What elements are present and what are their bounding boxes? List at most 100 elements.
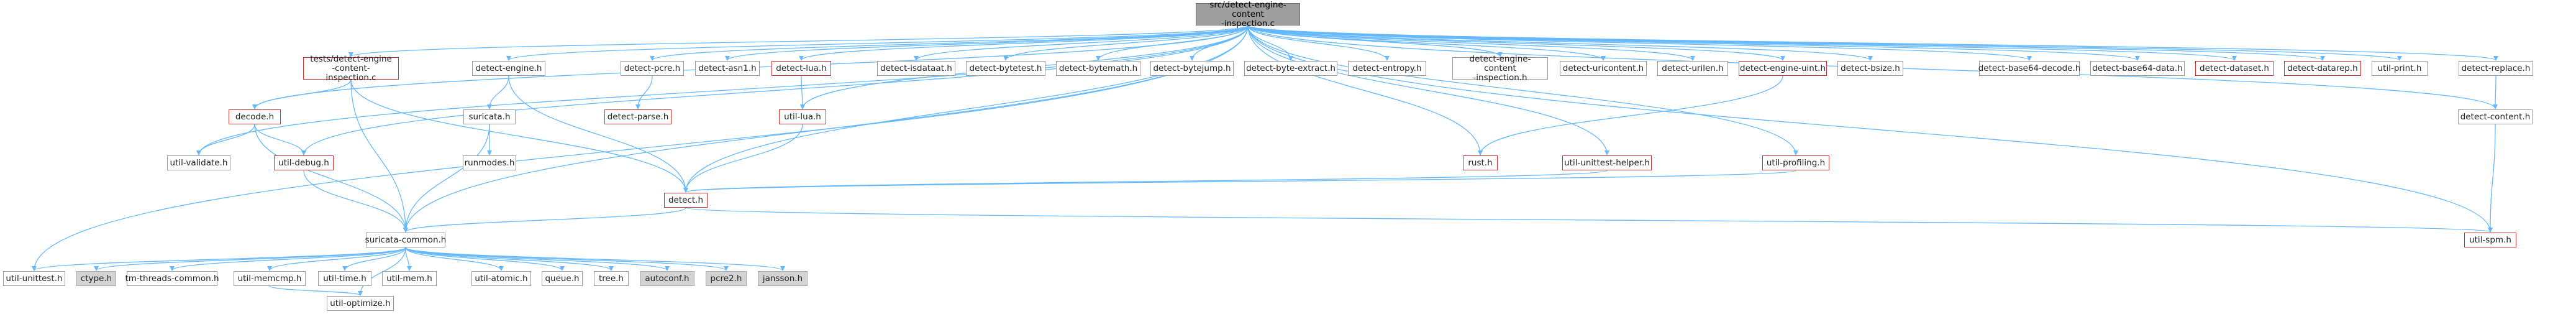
node-util-unittest[interactable]: util-unittest.h (3, 271, 65, 286)
edge-suricata-common-to-tm-threads-common (170, 247, 406, 271)
edge-root-file-to-detect-pcre (650, 25, 1249, 61)
edge-root-file-to-detect-base64-decode (1247, 25, 2032, 61)
node-detect-bytejump[interactable]: detect-bytejump.h (1150, 61, 1234, 76)
node-detect-bsize[interactable]: detect-bsize.h (1837, 61, 1903, 76)
node-util-print[interactable]: util-print.h (2372, 61, 2428, 76)
node-suricata[interactable]: suricata.h (463, 109, 516, 124)
node-util-spm[interactable]: util-spm.h (2464, 233, 2516, 247)
node-ctype[interactable]: ctype.h (76, 271, 116, 286)
edge-util-unittest-helper-to-detect (683, 170, 1608, 193)
node-util-memcmp[interactable]: util-memcmp.h (234, 271, 306, 286)
edge-suricata-common-to-autoconf (405, 247, 670, 271)
edge-root-file-to-detect-bytemath (1096, 25, 1249, 61)
edge-root-file-to-detect-bytejump (1190, 25, 1249, 61)
node-jansson[interactable]: jansson.h (758, 271, 808, 286)
node-root-file[interactable]: src/detect-engine-content -inspection.c (1196, 0, 1300, 28)
edge-decode-to-suricata-common (254, 124, 408, 233)
node-queue[interactable]: queue.h (542, 271, 583, 286)
node-util-lua[interactable]: util-lua.h (779, 109, 826, 124)
edge-detect-pcre-to-detect-parse (635, 75, 653, 109)
edge-suricata-common-to-util-unittest (32, 247, 406, 271)
edge-decode-to-util-debug (254, 124, 306, 155)
node-detect-lua[interactable]: detect-lua.h (771, 61, 831, 76)
edge-suricata-common-to-util-time (342, 247, 406, 271)
edge-detect-engine-uint-to-rust (1478, 75, 1783, 155)
edge-detect-engine-to-detect (508, 75, 688, 193)
edge-tests-inspection-to-suricata-common (350, 79, 408, 233)
node-suricata-common[interactable]: suricata-common.h (365, 233, 446, 247)
edge-root-file-to-detect-lua (799, 25, 1249, 61)
edge-util-memcmp-to-util-optimize (269, 285, 363, 296)
edge-suricata-common-to-tree (405, 247, 614, 271)
node-detect-pcre[interactable]: detect-pcre.h (621, 61, 684, 76)
edge-tests-inspection-to-detect (350, 79, 688, 193)
node-detect-dataset[interactable]: detect-dataset.h (2195, 61, 2273, 76)
edge-suricata-to-suricata-common (403, 124, 490, 233)
edge-util-lua-to-detect (683, 124, 803, 193)
node-detect-base64-decode[interactable]: detect-base64-decode.h (1978, 61, 2080, 76)
node-runmodes[interactable]: runmodes.h (463, 155, 516, 170)
node-tree[interactable]: tree.h (594, 271, 629, 286)
node-decode[interactable]: decode.h (229, 109, 281, 124)
node-detect-parse[interactable]: detect-parse.h (604, 109, 671, 124)
node-detect-engine-content-inspection-h[interactable]: detect-engine-content -inspection.h (1452, 54, 1548, 82)
node-util-validate[interactable]: util-validate.h (167, 155, 230, 170)
node-util-unittest-helper[interactable]: util-unittest-helper.h (1562, 155, 1652, 170)
node-util-profiling[interactable]: util-profiling.h (1762, 155, 1829, 170)
node-detect-byte-extract[interactable]: detect-byte-extract.h (1244, 61, 1337, 76)
edge-root-file-to-util-validate (196, 25, 1249, 155)
edge-suricata-common-to-queue (405, 247, 565, 271)
edge-detect-to-util-spm (685, 207, 2492, 233)
edge-suricata-common-to-jansson (405, 247, 785, 271)
edge-root-file-to-rust (1247, 25, 1483, 155)
edge-root-file-to-tests-inspection (348, 25, 1249, 57)
edge-detect-replace-to-detect-content (2493, 75, 2498, 109)
edge-root-file-to-detect-engine-uint (1247, 25, 1785, 61)
node-detect-asn1[interactable]: detect-asn1.h (695, 61, 760, 76)
node-detect-bytemath[interactable]: detect-bytemath.h (1056, 61, 1140, 76)
node-tm-threads-common[interactable]: tm-threads-common.h (125, 271, 219, 286)
edge-util-profiling-to-detect (683, 170, 1796, 193)
node-detect-datarep[interactable]: detect-datarep.h (2284, 61, 2361, 76)
edge-root-file-to-detect-asn1 (725, 25, 1249, 61)
edge-suricata-common-to-ctype (94, 247, 406, 271)
edge-root-file-to-detect-engine (506, 25, 1249, 61)
node-pcre2[interactable]: pcre2.h (706, 271, 747, 286)
node-detect-entropy[interactable]: detect-entropy.h (1348, 61, 1426, 76)
edge-root-file-to-detect-bytetest (1003, 25, 1249, 61)
edge-util-debug-to-suricata-common (303, 170, 408, 233)
node-rust[interactable]: rust.h (1463, 155, 1498, 170)
edge-root-file-to-detect-uricontent (1247, 25, 1606, 61)
edge-detect-engine-to-suricata (487, 75, 509, 109)
edge-decode-to-util-validate (196, 124, 255, 155)
edge-root-file-to-detect-replace (1247, 25, 2498, 61)
node-util-mem[interactable]: util-mem.h (382, 271, 437, 286)
edge-root-file-to-util-unittest-helper (1247, 25, 1609, 155)
node-detect-bytetest[interactable]: detect-bytetest.h (966, 61, 1045, 76)
node-util-time[interactable]: util-time.h (318, 271, 371, 286)
node-detect-urilen[interactable]: detect-urilen.h (1657, 61, 1728, 76)
edge-root-file-to-detect (683, 25, 1249, 193)
node-util-optimize[interactable]: util-optimize.h (327, 296, 394, 311)
node-util-debug[interactable]: util-debug.h (274, 155, 334, 170)
node-detect-content[interactable]: detect-content.h (2458, 109, 2533, 124)
edge-detect-to-suricata-common (403, 207, 686, 233)
edge-detect-lua-to-util-lua (799, 75, 805, 109)
edge-suricata-common-to-util-memcmp (267, 247, 406, 271)
node-tests-inspection[interactable]: tests/detect-engine -content-inspection.… (303, 54, 399, 82)
edge-detect-content-to-util-spm (2488, 124, 2496, 233)
node-detect-isdataat[interactable]: detect-isdataat.h (877, 61, 955, 76)
edge-root-file-to-util-profiling (1247, 25, 1798, 155)
node-detect-replace[interactable]: detect-replace.h (2459, 61, 2533, 76)
node-detect-engine[interactable]: detect-engine.h (472, 61, 545, 76)
node-detect-uricontent[interactable]: detect-uricontent.h (1560, 61, 1647, 76)
node-autoconf[interactable]: autoconf.h (640, 271, 694, 286)
node-detect[interactable]: detect.h (664, 193, 708, 208)
edge-root-file-to-detect-bsize (1247, 25, 1873, 61)
edge-suricata-common-to-util-atomic (405, 247, 504, 271)
node-detect-engine-uint[interactable]: detect-engine-uint.h (1739, 61, 1827, 76)
node-detect-base64-data[interactable]: detect-base64-data.h (2090, 61, 2185, 76)
edge-root-file-to-detect-isdataat (914, 25, 1249, 61)
node-util-atomic[interactable]: util-atomic.h (471, 271, 531, 286)
